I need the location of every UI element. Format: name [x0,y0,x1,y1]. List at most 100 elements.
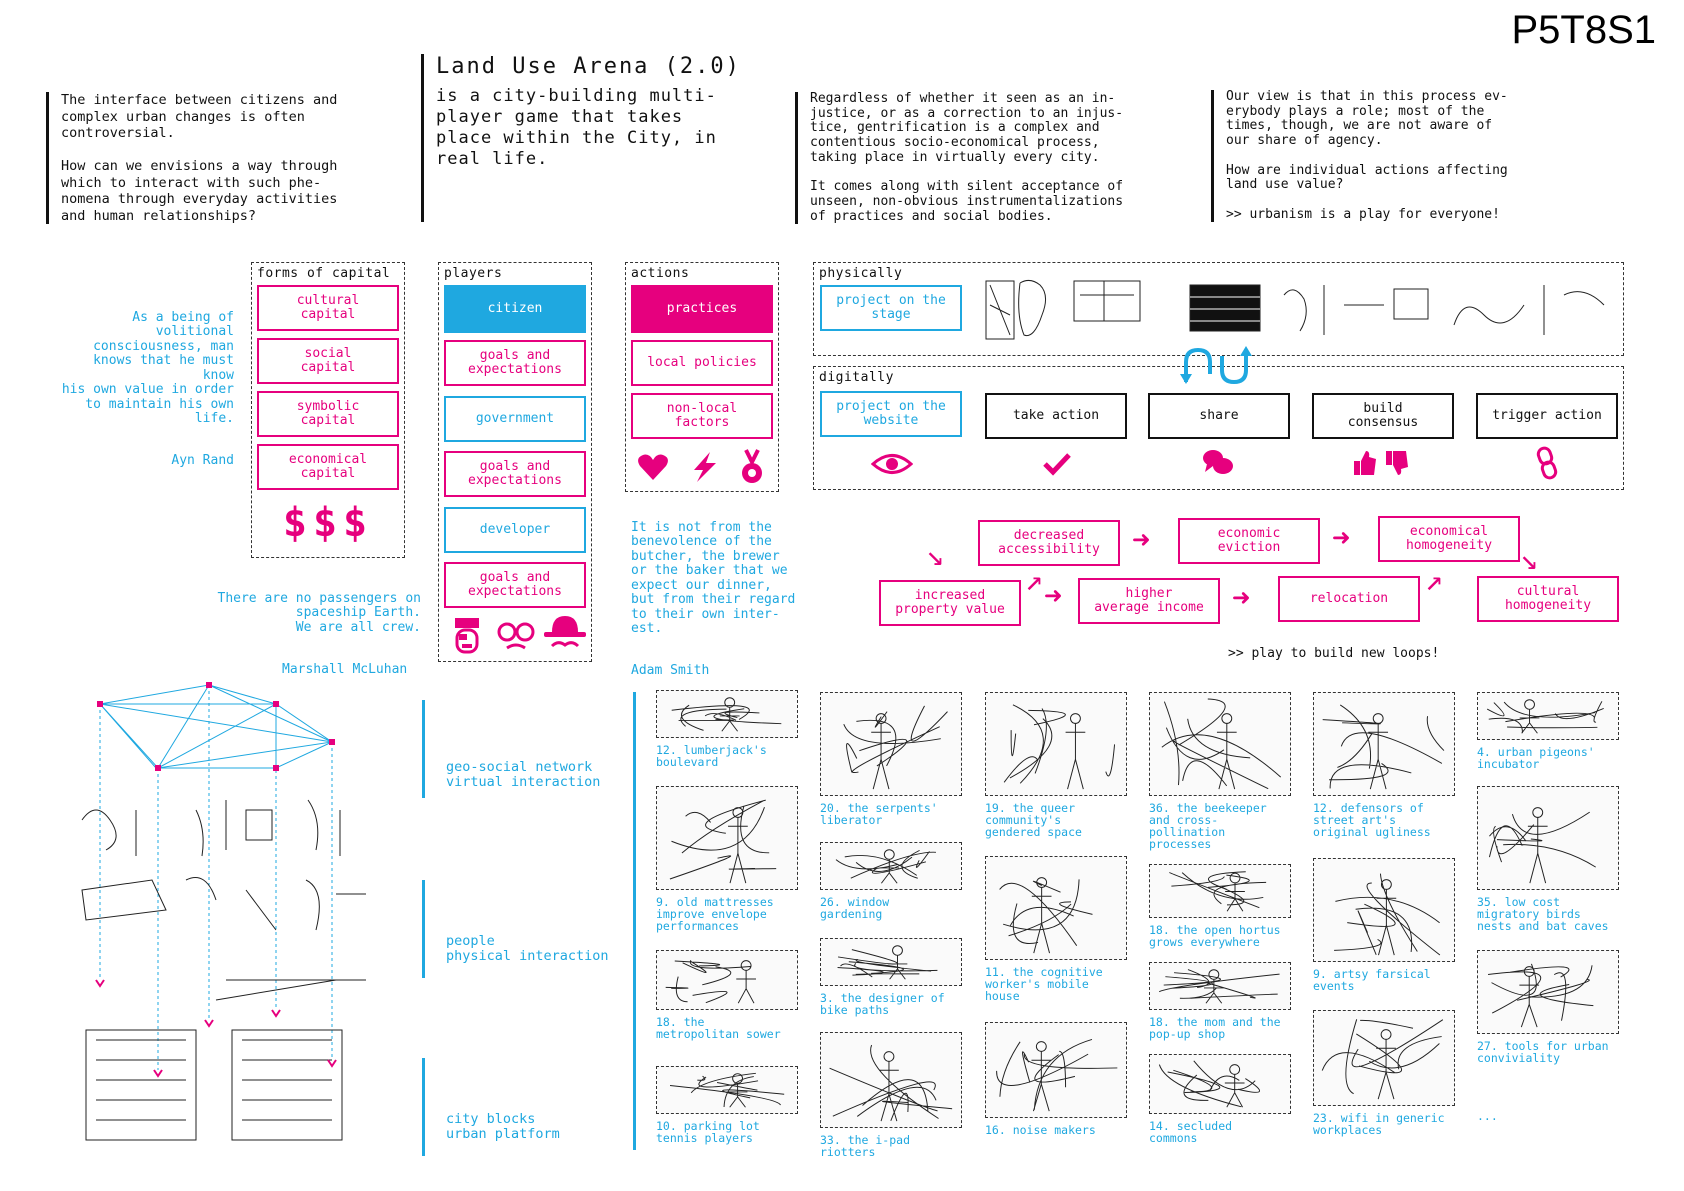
scenario-caption: 36. the beekeeper and cross- pollination… [1149,801,1267,851]
quote-text: As a being of volitional consciousness, … [61,309,234,426]
citizen-goals[interactable]: goals and expectations [444,340,586,386]
player-government[interactable]: government [444,396,586,442]
scenario-sketch [820,1032,962,1128]
medal-icon [734,447,770,487]
arrow-right-icon: ➜ [1332,521,1351,556]
play-loops-cta: >> play to build new loops! [1228,646,1440,661]
scenario-sketch [820,692,962,796]
quote-text: It is not from the benevolence of the bu… [631,519,796,636]
dollar-icons: $$$ [282,500,374,546]
layer-city-blocks: city blocks urban platform [446,1111,560,1142]
scenario-sketch [1149,692,1291,796]
arrow-up-right-icon: ↗ [1425,563,1444,598]
scenario-caption: 10. parking lot tennis players [656,1119,760,1145]
eye-icon [870,449,914,479]
government-glasses-icon [493,615,539,657]
scenario-sketch [1477,950,1619,1034]
project-on-stage[interactable]: project on the stage [820,285,962,331]
scenario-caption: 12. defensors of street art's original u… [1313,801,1431,839]
quote-author: Marshall McLuhan [282,661,408,677]
quote-rand: As a being of volitional consciousness, … [60,296,234,483]
scenario-caption: 9. old mattresses improve envelope perfo… [656,895,774,933]
capital-symbolic[interactable]: symbolic capital [257,391,399,437]
quote-author: Adam Smith [631,663,710,678]
developer-goals[interactable]: goals and expectations [444,562,586,608]
scenario-sketch [985,1022,1127,1118]
build-consensus-button[interactable]: build consensus [1312,393,1454,439]
capital-economical[interactable]: economical capital [257,444,399,490]
scenario-sketch [1477,692,1619,740]
scenario-sketch [1313,858,1455,962]
scenario-caption: 12. lumberjack's boulevard [656,743,767,769]
scenario-sketch [1477,786,1619,890]
panel-title: actions [631,266,690,281]
scenario-caption: 16. noise makers [985,1123,1096,1137]
title-block: Land Use Arena (2.0) is a city-building … [421,54,796,222]
scenario-sketch [656,786,798,890]
scenario-sketch [1149,1054,1291,1114]
layer-bar [422,1058,425,1156]
quote-text: There are no passengers on spaceship Ear… [217,590,422,635]
intro-left: The interface between citizens and compl… [46,92,421,224]
quote-author: Ayn Rand [171,453,234,468]
action-practices[interactable]: practices [631,285,773,333]
layer-people: people physical interaction [446,933,609,964]
arrow-right-icon: ➜ [1132,523,1151,558]
share-button[interactable]: share [1148,393,1290,439]
arrow-down-right-icon: ↘ [1520,542,1539,577]
scenario-caption: 35. low cost migratory birds nests and b… [1477,895,1609,933]
player-developer[interactable]: developer [444,507,586,553]
action-local-policies[interactable]: local policies [631,340,773,386]
thumbs-down-icon [1382,447,1412,479]
trigger-action-button[interactable]: trigger action [1476,393,1618,439]
arrow-right-icon: ➜ [1044,579,1063,614]
layer-divider [633,692,636,1150]
loop-cultural-homogeneity[interactable]: cultural homogeneity [1477,576,1619,622]
loop-decreased-accessibility[interactable]: decreased accessibility [978,520,1120,566]
players-panel: players citizen goals and expectations g… [438,262,592,662]
loop-higher-average-income[interactable]: higher average income [1078,578,1220,624]
scenario-caption: 4. urban pigeons' incubator [1477,745,1595,771]
stage-sketches [984,275,1614,345]
heart-icon [634,449,672,485]
capital-cultural[interactable]: cultural capital [257,285,399,331]
scenario-caption: ... [1477,1109,1498,1123]
scenario-caption: 33. the i-pad riotters [820,1133,911,1159]
scenario-sketch [1149,962,1291,1010]
loop-relocation[interactable]: relocation [1278,576,1420,622]
scenario-caption: 18. the mom and the pop-up shop [1149,1015,1281,1041]
panel-title: digitally [819,370,894,385]
arrow-right-icon: ➜ [1232,581,1251,616]
loop-increased-property-value[interactable]: increased property value [879,580,1021,626]
project-on-website[interactable]: project on the website [820,391,962,437]
scenario-sketch [1313,1010,1455,1106]
scenario-caption: 11. the cognitive worker's mobile house [985,965,1103,1003]
scenario-caption: 23. wifi in generic workplaces [1313,1111,1445,1137]
intro-middle: Regardless of whether it seen as an in- … [795,91,1180,225]
arrow-down-right-icon: ↘ [926,538,945,573]
thumbs-up-icon [1350,447,1380,479]
loop-economic-eviction[interactable]: economic eviction [1178,518,1320,564]
scenario-sketch [985,856,1127,960]
physically-panel: physically project on the stage [813,262,1624,356]
developer-bowler-icon [541,613,589,657]
scenario-caption: 27. tools for urban conviviality [1477,1039,1609,1065]
government-goals[interactable]: goals and expectations [444,451,586,497]
lead-text: is a city-building multi- player game th… [436,86,717,169]
layer-bar [422,880,425,978]
take-action-button[interactable]: take action [985,393,1127,439]
scenario-caption: 26. window gardening [820,895,890,921]
loop-economical-homogeneity[interactable]: economical homogeneity [1378,516,1520,562]
quote-mcluhan: There are no passengers on spaceship Ear… [176,577,422,692]
capital-social[interactable]: social capital [257,338,399,384]
scenario-sketch [820,938,962,986]
panel-title: physically [819,266,903,281]
speech-bubbles-icon [1200,447,1236,479]
action-non-local-factors[interactable]: non-local factors [631,393,773,439]
scenario-sketch [1313,692,1455,796]
player-citizen[interactable]: citizen [444,285,586,333]
scenario-sketch [985,692,1127,796]
layer-geo-social: geo-social network virtual interaction [446,759,601,790]
sheet-code: P5T8S1 [1511,8,1656,52]
page-title: Land Use Arena (2.0) [436,54,741,79]
